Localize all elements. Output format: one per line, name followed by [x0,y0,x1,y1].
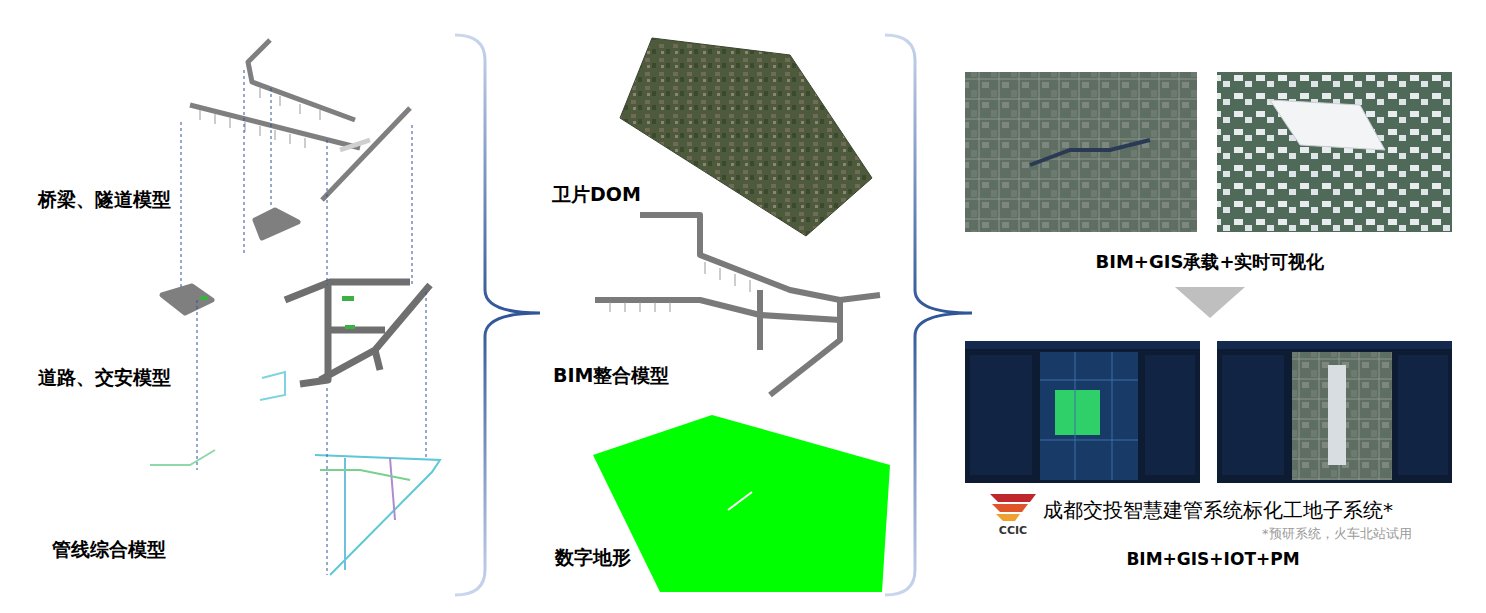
projection-line [181,70,426,575]
label: CCIC [999,524,1027,537]
brace [455,35,540,595]
aerial-view [965,72,1197,232]
pipeline-model [150,372,440,575]
bim-piers [610,262,750,312]
label: 数字地形 [555,546,631,569]
flow-arrow [1175,287,1245,318]
digital-terrain [593,415,890,592]
label: 管线综合模型 [52,538,166,561]
label: 桥梁、隧道模型 [38,188,171,211]
label: *预研系统，火车北站试用 [1262,526,1412,542]
brace [885,35,972,595]
label: BIM+GIS承载+实时可视化 [1096,251,1325,273]
ccic-logo [990,494,1036,521]
label: 道路、交安模型 [38,366,171,389]
bridge-piers [200,88,320,148]
label: BIM+GIS+IOT+PM [1126,549,1299,569]
satellite-map [620,38,872,236]
city-view [1217,72,1452,232]
dashboard [1217,341,1452,483]
dashboard [965,341,1200,483]
road-model [285,282,430,384]
road-greenery [200,296,355,329]
station-building [1270,100,1385,150]
label: 成都交投智慧建管系统标化工地子系统* [1043,498,1393,522]
label: BIM整合模型 [553,364,669,387]
label: 卫片DOM [552,183,641,206]
aerial-road [1030,140,1150,165]
terrain-line [728,492,752,510]
bridge-model [162,40,410,313]
